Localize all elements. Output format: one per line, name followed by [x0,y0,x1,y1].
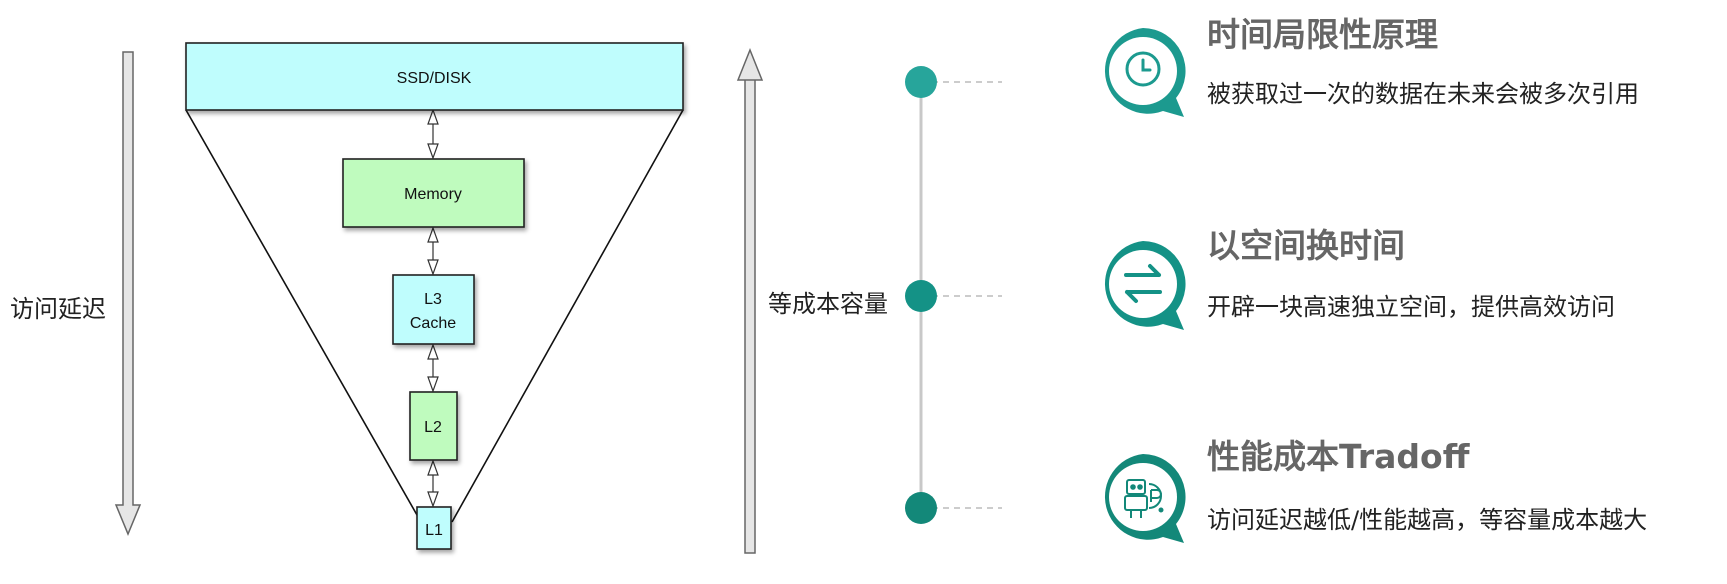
ssd-disk-box: SSD/DISK [185,42,684,111]
principle-desc-2: 开辟一块高速独立空间，提供高效访问 [1207,293,1615,321]
speech-bubble-icon [1104,454,1186,543]
connector-l2-l1 [427,459,439,508]
svg-text:L2: L2 [424,419,442,436]
l1-box: L1 [416,506,452,550]
l2-box: L2 [409,391,458,461]
principle-title-3: 性能成本Tradoff [1207,437,1470,476]
speech-bubble-icon [1104,28,1186,117]
latency-arrow [114,51,142,536]
principle-title-2: 以空间换时间 [1207,226,1405,265]
speech-bubble-icon [1104,241,1186,330]
timeline-dot-3 [905,492,937,524]
connector-l3-l2 [427,343,439,393]
svg-text:L1: L1 [425,522,443,539]
latency-label: 访问延迟 [10,295,106,323]
svg-text:Cache: Cache [410,315,456,332]
timeline-dot-2 [905,280,937,312]
connector-ssd-memory [427,108,439,160]
svg-text:SSD/DISK: SSD/DISK [397,70,472,87]
svg-text:Memory: Memory [404,186,462,203]
connector-memory-l3 [427,226,439,276]
clock-icon [1125,51,1161,87]
memory-box: Memory [342,158,525,228]
robot-icon [1124,479,1164,518]
principle-desc-1: 被获取过一次的数据在未来会被多次引用 [1207,80,1639,108]
principle-title-1: 时间局限性原理 [1207,15,1438,54]
l3-cache-box: L3 Cache [392,274,475,345]
principle-desc-3: 访问延迟越低/性能越高，等容量成本越大 [1207,506,1648,534]
capacity-label: 等成本容量 [768,290,888,318]
pyramid-right-edge [451,109,684,523]
svg-text:L3: L3 [424,291,442,308]
swap-arrows-icon [1124,264,1162,303]
timeline-dot-1 [905,66,937,98]
capacity-arrow [736,47,764,554]
pyramid-left-edge [185,109,422,523]
